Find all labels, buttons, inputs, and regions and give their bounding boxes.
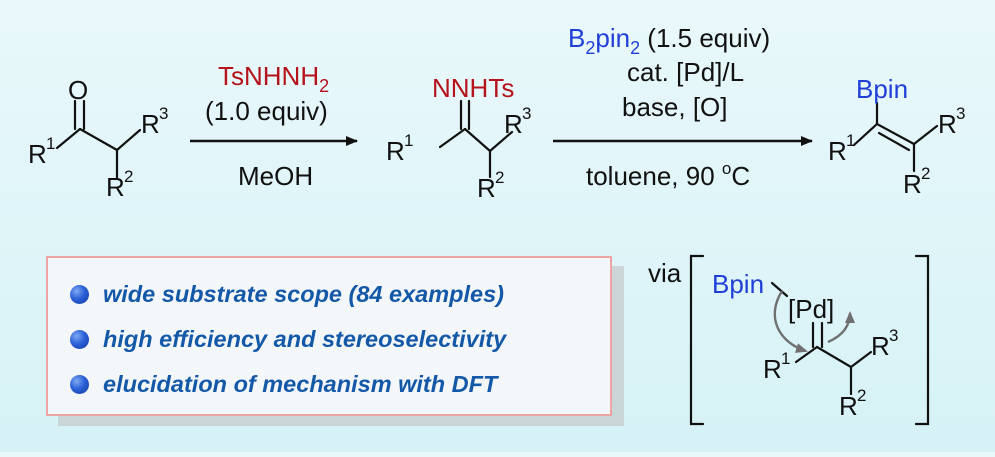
left-bracket	[689, 254, 705, 426]
reagent-b2pin2: B2pin2 (1.5 equiv)	[568, 23, 770, 58]
arrow-step-2: B2pin2 (1.5 equiv) cat. [Pd]/L base, [O]…	[553, 23, 813, 191]
r2-label: R	[839, 391, 858, 421]
hydrazone-structure: NNHTs R 1 R 3 R 2	[386, 73, 531, 203]
ketone-structure: O R 1 R 3 R 2	[28, 75, 168, 202]
r1-sup: 1	[404, 131, 413, 150]
r2-sup: 2	[857, 386, 866, 405]
r3-label: R	[871, 331, 890, 361]
r2-sup: 2	[124, 167, 133, 186]
elimination-arrow-icon	[827, 311, 855, 344]
nnhts-label: NNHTs	[432, 73, 514, 103]
reagent-tsnhnh2: TsNHNH2	[218, 61, 329, 96]
product-structure: Bpin R 1 R 3 R 2	[828, 74, 965, 199]
r2-label: R	[903, 169, 922, 199]
r2-label: R	[477, 173, 496, 203]
r1-label: R	[386, 136, 405, 166]
base-oxidant-label: base, [O]	[622, 92, 728, 122]
feature-text: high efficiency and stereoselectivity	[103, 326, 507, 352]
reagent-1-equiv: (1.0 equiv)	[205, 96, 328, 126]
via-label: via	[648, 258, 682, 288]
r3-sup: 3	[956, 104, 965, 123]
r3-sup: 3	[889, 326, 898, 345]
r2-sup: 2	[921, 164, 930, 183]
r1-sup: 1	[846, 131, 855, 150]
r3-label: R	[141, 109, 160, 139]
migration-arrow-icon	[773, 290, 808, 353]
solvent-meoh: MeOH	[238, 161, 313, 191]
pd-label: [Pd]	[788, 294, 834, 324]
blue-sphere-bullet-icon	[70, 375, 89, 394]
feature-item: wide substrate scope (84 examples)	[48, 272, 610, 317]
feature-text: wide substrate scope (84 examples)	[103, 281, 504, 307]
feature-text: elucidation of mechanism with DFT	[103, 371, 498, 397]
feature-item: high efficiency and stereoselectivity	[48, 317, 610, 362]
r2-sup: 2	[495, 168, 504, 187]
r3-label: R	[938, 109, 957, 139]
bpin-label: Bpin	[712, 269, 764, 299]
r1-sup: 1	[781, 349, 790, 368]
conditions-label: toluene, 90 oC	[586, 159, 750, 191]
r1-label: R	[763, 354, 782, 384]
intermediate-structure: via Bpin [Pd] R 1 R 3 R 2	[648, 254, 930, 426]
r1-label: R	[28, 139, 47, 169]
catalyst-label: cat. [Pd]/L	[627, 57, 744, 87]
r3-sup: 3	[159, 104, 168, 123]
r3-sup: 3	[522, 104, 531, 123]
arrow-step-1: TsNHNH2 (1.0 equiv) MeOH	[190, 61, 358, 191]
blue-sphere-bullet-icon	[70, 330, 89, 349]
r3-label: R	[504, 109, 523, 139]
carbonyl-oxygen-label: O	[68, 75, 88, 105]
feature-item: elucidation of mechanism with DFT	[48, 362, 610, 407]
r1-sup: 1	[46, 134, 55, 153]
features-box: wide substrate scope (84 examples) high …	[46, 256, 612, 416]
bpin-label: Bpin	[856, 74, 908, 104]
right-bracket	[914, 254, 930, 426]
r1-label: R	[828, 136, 847, 166]
r2-label: R	[106, 172, 125, 202]
blue-sphere-bullet-icon	[70, 285, 89, 304]
